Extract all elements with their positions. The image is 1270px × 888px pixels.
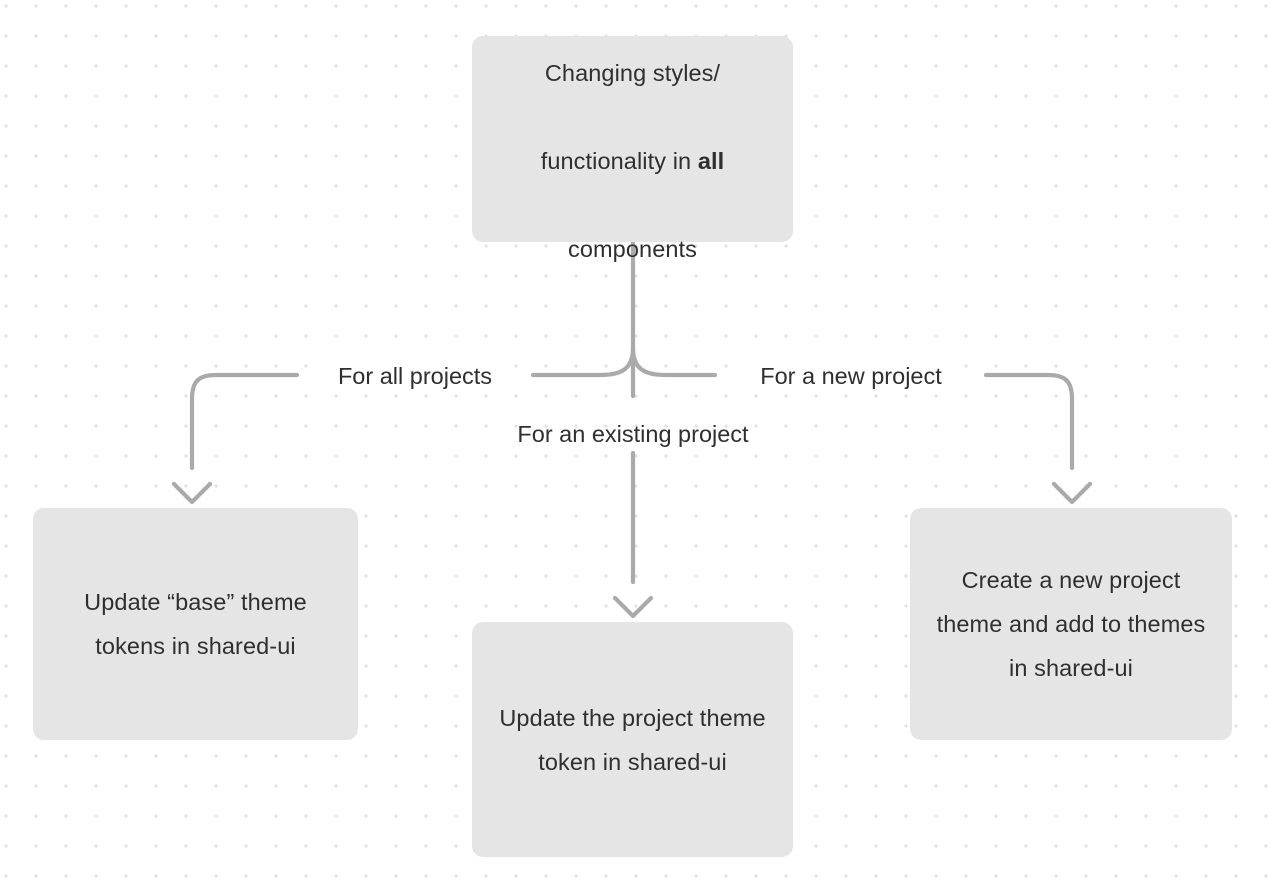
node-middle-label: Update the project theme token in shared… [499, 704, 766, 775]
node-root-label: Changing styles/ functionality in all co… [541, 7, 725, 271]
edge-split-left [530, 345, 636, 378]
node-right[interactable]: Create a new project theme and add to th… [910, 508, 1232, 740]
node-left[interactable]: Update “base” theme tokens in shared-ui [33, 508, 358, 740]
node-root[interactable]: Changing styles/ functionality in all co… [472, 36, 793, 262]
node-root-line3: components [567, 236, 698, 262]
node-root-line2: functionality in [540, 148, 698, 174]
edge-label-for-a-new-project: For a new project [748, 360, 954, 392]
node-root-line1: Changing styles/ [544, 60, 721, 86]
node-middle[interactable]: Update the project theme token in shared… [472, 622, 793, 857]
node-root-emphasis: all [697, 148, 725, 174]
edge-split-right [630, 345, 718, 378]
node-left-label: Update “base” theme tokens in shared-ui [84, 589, 307, 659]
arrowhead-left [171, 481, 213, 505]
edge-left-run [189, 372, 300, 471]
edge-right-run [983, 372, 1075, 471]
node-right-label: Create a new project theme and add to th… [936, 567, 1206, 681]
edge-label-for-all-projects: For all projects [325, 360, 505, 392]
edge-label-for-an-existing-project: For an existing project [517, 421, 749, 447]
arrowhead-right [1051, 481, 1093, 505]
arrowhead-middle [612, 595, 654, 619]
